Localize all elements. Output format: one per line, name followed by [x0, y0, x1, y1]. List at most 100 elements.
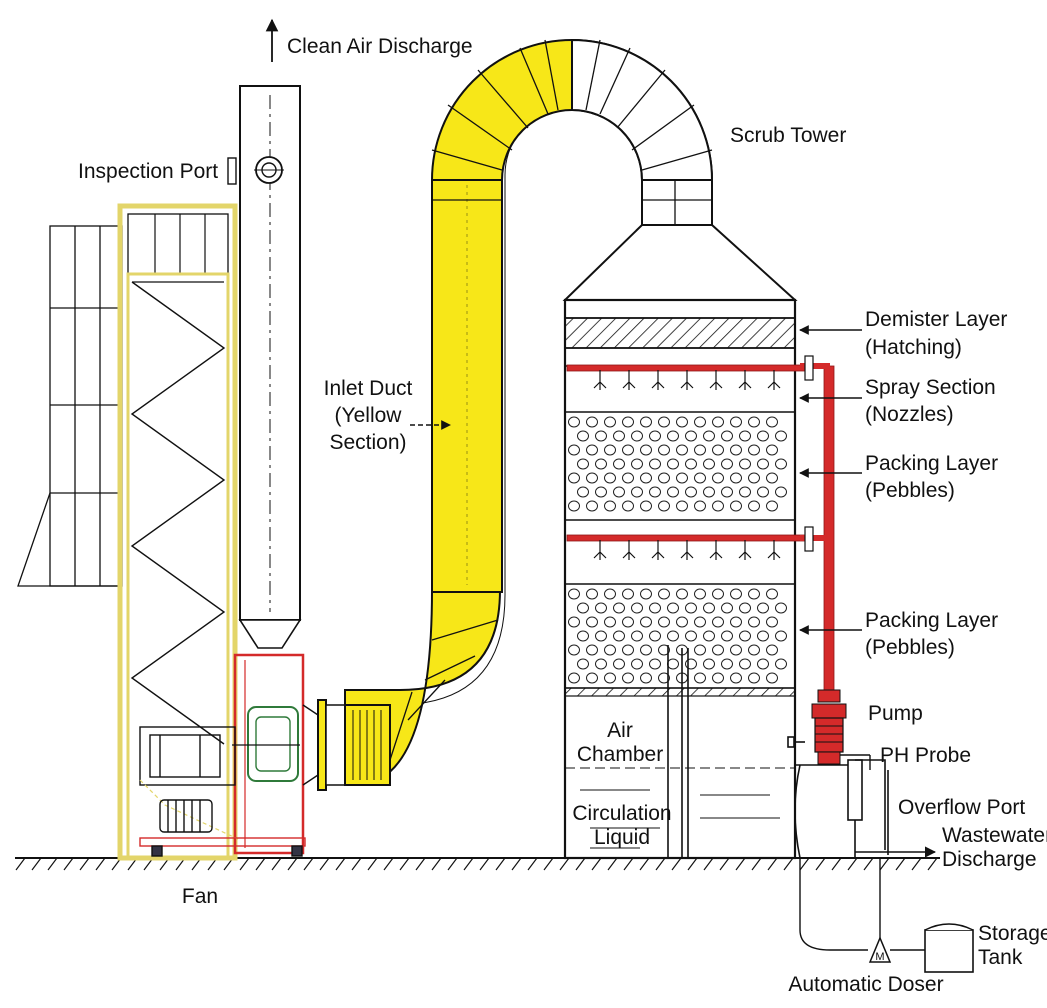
pebble [568, 672, 580, 684]
pebble [595, 486, 607, 498]
air-chamber-label-1: Air [607, 719, 633, 742]
pebble [649, 602, 661, 614]
pebble [568, 644, 580, 656]
spray-nozzle-icon [738, 540, 752, 560]
pebble [775, 486, 787, 498]
pebble [640, 588, 652, 600]
pebble [640, 644, 652, 656]
pebble [694, 616, 706, 628]
pebble [577, 658, 589, 670]
inlet-duct [302, 38, 714, 791]
circulation-liquid [565, 767, 795, 849]
storage-tank-label-1: Storage [978, 922, 1047, 945]
pebble [604, 672, 616, 684]
pebble [595, 630, 607, 642]
pebble [577, 486, 589, 498]
pebble [667, 430, 679, 442]
pebble [613, 458, 625, 470]
pebble [739, 658, 751, 670]
pebble [586, 472, 598, 484]
pebble [775, 602, 787, 614]
pebble [586, 616, 598, 628]
pebble [685, 658, 697, 670]
pebble [748, 644, 760, 656]
pebble [658, 500, 670, 512]
pebble [730, 644, 742, 656]
pebble [685, 486, 697, 498]
pebble [703, 458, 715, 470]
pebble [730, 416, 742, 428]
spray-nozzle-icon [651, 540, 665, 560]
pebble [766, 416, 778, 428]
pebble [658, 672, 670, 684]
pebble [739, 486, 751, 498]
clean-air-discharge-label: Clean Air Discharge [287, 35, 473, 58]
pebble [712, 472, 724, 484]
pebble [676, 616, 688, 628]
pebble [730, 444, 742, 456]
spray-nozzle-icon [593, 540, 607, 560]
pebble [577, 602, 589, 614]
pebble [676, 472, 688, 484]
pebble [586, 588, 598, 600]
pebble [649, 430, 661, 442]
pebble [667, 602, 679, 614]
pebble [640, 616, 652, 628]
pebble [766, 444, 778, 456]
pebble [730, 588, 742, 600]
pebble [712, 672, 724, 684]
fan-motor [139, 726, 306, 857]
pebble [685, 430, 697, 442]
pebble [730, 616, 742, 628]
packing-lower-label-2: (Pebbles) [865, 636, 955, 659]
spray-nozzle-icon [680, 370, 694, 390]
air-chamber-pipes [667, 645, 689, 858]
pebble [667, 630, 679, 642]
pebble [748, 416, 760, 428]
pebble [595, 430, 607, 442]
spray-nozzle-icon [767, 370, 781, 390]
pebble [640, 444, 652, 456]
spray-nozzle-icon [680, 540, 694, 560]
pebble [613, 658, 625, 670]
left-building-facade [17, 225, 123, 587]
pebble [694, 500, 706, 512]
storage-tank-label-2: Tank [978, 946, 1023, 969]
pebble [586, 444, 598, 456]
pebble [640, 672, 652, 684]
pebble [676, 444, 688, 456]
spray-label-2: (Nozzles) [865, 403, 954, 426]
spray-nozzle-icon [709, 370, 723, 390]
pebble [568, 472, 580, 484]
pebble [766, 616, 778, 628]
pebble [640, 500, 652, 512]
pebble [613, 602, 625, 614]
automatic-doser-icon [868, 936, 892, 963]
pebble [694, 588, 706, 600]
pebble [622, 588, 634, 600]
pebble [577, 430, 589, 442]
pebble [568, 444, 580, 456]
pebble [766, 472, 778, 484]
pebble [622, 472, 634, 484]
pebble [730, 472, 742, 484]
spray-nozzle-icon [651, 370, 665, 390]
pebble [721, 658, 733, 670]
pebble [676, 500, 688, 512]
pump-label: Pump [868, 702, 923, 725]
pebble [604, 616, 616, 628]
pebble [748, 588, 760, 600]
pebble [703, 602, 715, 614]
pebble [757, 458, 769, 470]
pebble [631, 630, 643, 642]
spray-nozzle-icon [738, 370, 752, 390]
spray-nozzle-icon [622, 370, 636, 390]
pebble [568, 588, 580, 600]
inspection-port-icon [227, 156, 284, 185]
recirculation-pipe [800, 355, 835, 697]
pebble [649, 658, 661, 670]
pebble [748, 500, 760, 512]
pebble [685, 630, 697, 642]
pebble [775, 458, 787, 470]
